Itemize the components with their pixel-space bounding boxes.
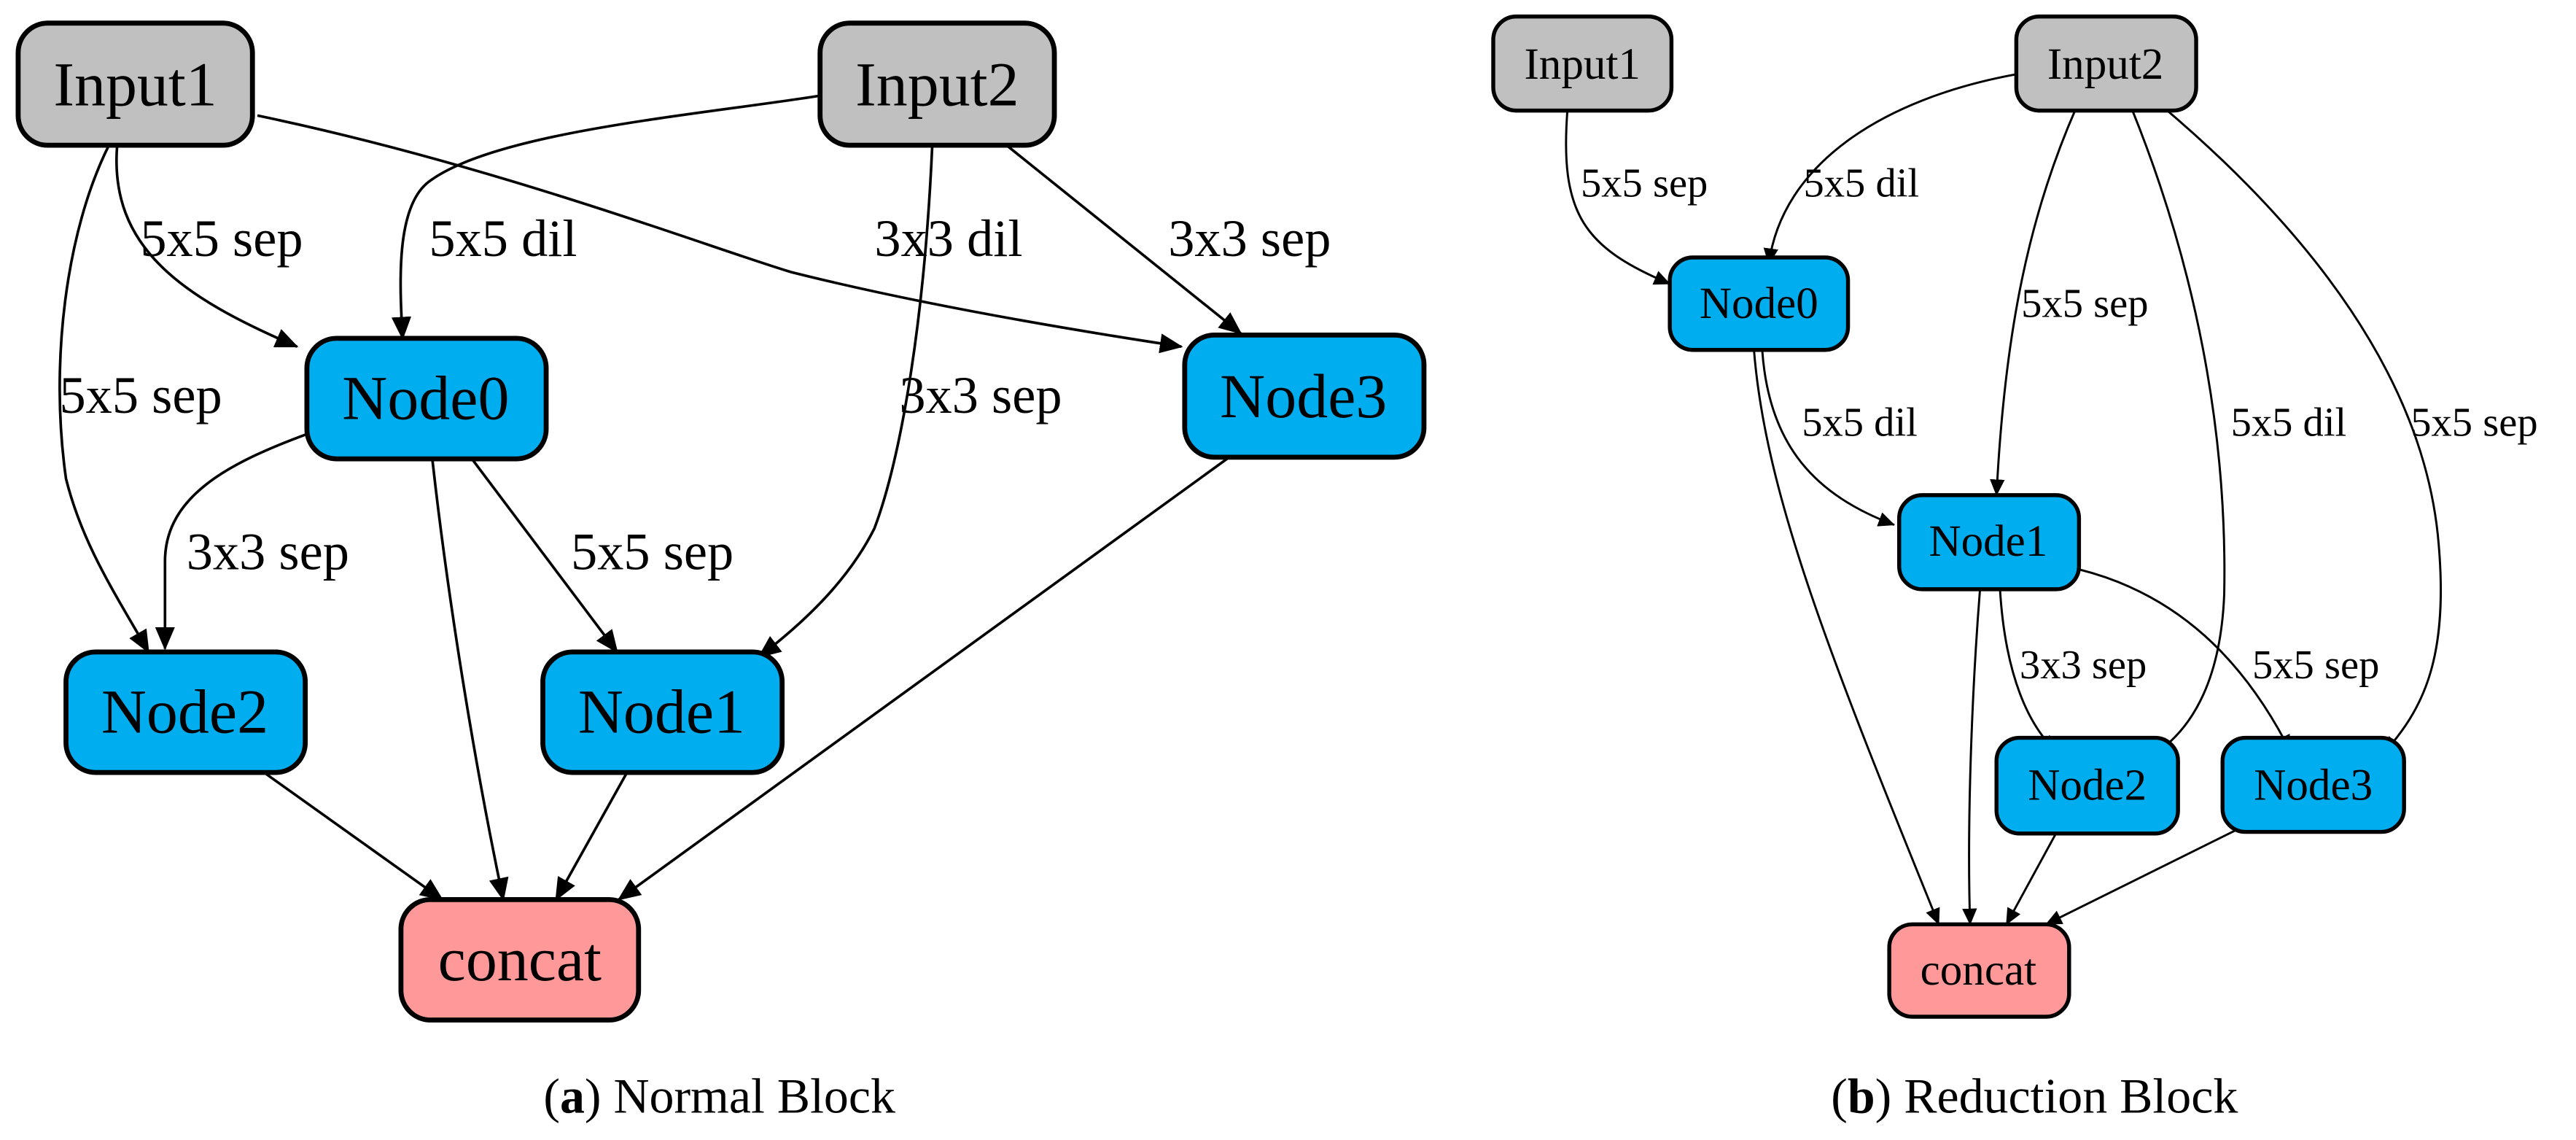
node-input1: Input1: [15, 20, 255, 148]
edge-node0-node1: [1761, 349, 1895, 527]
node-input1-label: Input1: [1524, 40, 1641, 89]
edge-node0-concat: [1753, 349, 1940, 926]
edge-input2-node3: [1005, 144, 1242, 335]
reduction-caption-letter: b: [1848, 1069, 1875, 1123]
edge-input2-node2: [2131, 108, 2226, 754]
edge-node0-node1: [470, 458, 618, 654]
normal-edge-labels: 5x5 sep 5x5 sep 5x5 dil 3x3 dil 3x3 sep …: [59, 209, 1331, 581]
edge-node3-concat: [617, 456, 1230, 901]
edge-node1-concat: [1962, 589, 1982, 926]
edge-label-input1-node2: 5x5 sep: [59, 365, 222, 424]
edge-label-input2-node0: 5x5 dil: [429, 209, 577, 268]
edge-node0-concat: [431, 458, 509, 901]
edge-label-input2-node0: 5x5 dil: [1803, 160, 1919, 206]
edge-node0-node2: [155, 433, 308, 651]
edge-label-input2-node3: 5x5 sep: [2410, 400, 2537, 445]
edge-label-input2-node2: 5x5 dil: [2231, 400, 2347, 445]
node-node0: Node0: [1668, 255, 1851, 352]
edge-input2-node1: [1990, 108, 2077, 497]
reduction-edges: [1565, 73, 2442, 926]
node-node0-label: Node0: [1700, 279, 1818, 328]
edge-label-input1-node3: 3x3 dil: [874, 209, 1022, 268]
edge-input2-node3: [2160, 104, 2442, 753]
edge-label-input2-node1: 5x5 sep: [2021, 281, 2148, 326]
normal-nodes: Input1 Input2 Node0 Node3 Node2 Node1: [15, 20, 1427, 1023]
edge-input2-node0: [1763, 73, 2017, 265]
reduction-caption: (b) Reduction Block: [1831, 1069, 2238, 1123]
node-node1: Node1: [540, 649, 785, 775]
edge-label-node0-node1: 5x5 dil: [1802, 400, 1918, 445]
edge-node2-concat: [263, 771, 444, 901]
node-node2: Node2: [1994, 735, 2180, 836]
node-node0-label: Node0: [342, 362, 509, 433]
edge-label-input2-node3: 3x3 sep: [1168, 209, 1331, 268]
node-node3: Node3: [2220, 735, 2406, 834]
reduction-edge-labels: 5x5 sep 5x5 dil 5x5 sep 5x5 dil 5x5 sep …: [1581, 160, 2538, 688]
edge-node1-concat: [555, 772, 629, 901]
edge-label-input2-node1: 3x3 sep: [899, 365, 1062, 424]
reduction-block-diagram: 5x5 sep 5x5 dil 5x5 sep 5x5 dil 5x5 sep …: [1491, 14, 2538, 1123]
node-node3-label: Node3: [2254, 761, 2373, 810]
node-input2: Input2: [817, 20, 1057, 148]
node-node3: Node3: [1182, 332, 1427, 460]
node-node1: Node1: [1896, 493, 2082, 592]
normal-edges: [58, 94, 1242, 901]
node-input2: Input2: [2014, 14, 2198, 113]
edge-input1-node2: [58, 144, 150, 654]
node-node1-label: Node1: [578, 676, 745, 746]
normal-block-diagram: 5x5 sep 5x5 sep 5x5 dil 3x3 dil 3x3 sep …: [15, 20, 1427, 1123]
edge-input1-node0: [114, 144, 299, 348]
edge-input2-node0: [391, 94, 820, 341]
edge-node3-concat: [2045, 829, 2237, 926]
node-concat: concat: [1887, 922, 2071, 1019]
node-input1: Input1: [1491, 14, 1674, 113]
edge-label-node1-node2: 3x3 sep: [2020, 643, 2147, 688]
normal-caption: (a) Normal Block: [543, 1069, 895, 1123]
edge-input1-node0: [1565, 109, 1671, 285]
edge-input1-node3: [257, 114, 1183, 354]
edge-label-input1-node0: 5x5 sep: [1581, 160, 1708, 206]
edge-label-node0-node2: 3x3 sep: [187, 522, 349, 581]
node-node0: Node0: [304, 336, 549, 462]
node-node2-label: Node2: [2028, 761, 2147, 810]
normal-caption-letter: a: [560, 1069, 585, 1123]
edge-label-input1-node0: 5x5 sep: [140, 209, 303, 268]
reduction-nodes: Input1 Input2 Node0 Node1 Node2 Node3: [1491, 14, 2406, 1019]
normal-caption-text: Normal Block: [614, 1069, 895, 1123]
edge-label-node1-node3: 5x5 sep: [2252, 643, 2379, 688]
node-concat: concat: [398, 896, 642, 1023]
node-node2: Node2: [63, 649, 308, 775]
node-input2-label: Input2: [855, 49, 1019, 119]
node-concat-label: concat: [1921, 946, 2036, 995]
node-node1-label: Node1: [1929, 517, 2047, 566]
node-input2-label: Input2: [2047, 40, 2164, 89]
reduction-caption-text: Reduction Block: [1904, 1069, 2238, 1123]
node-node2-label: Node2: [101, 676, 268, 746]
edge-input2-node1: [758, 145, 934, 659]
node-input1-label: Input1: [53, 49, 217, 119]
edge-label-node0-node1: 5x5 sep: [571, 522, 734, 581]
node-concat-label: concat: [438, 924, 602, 994]
edge-node2-concat: [2005, 833, 2057, 926]
edge-node1-node3: [2079, 568, 2292, 752]
node-node3-label: Node3: [1220, 361, 1387, 431]
